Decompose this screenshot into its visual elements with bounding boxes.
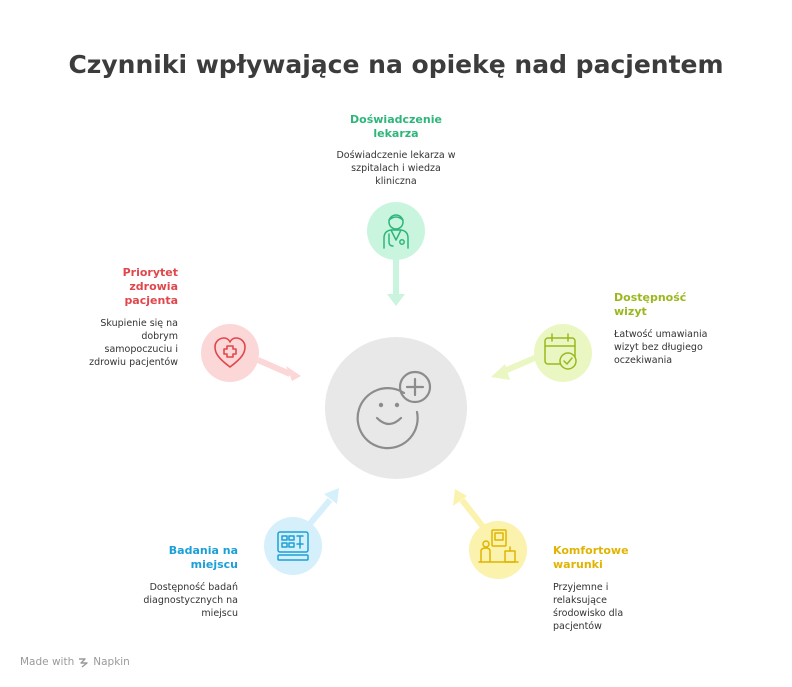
factor-title-priorytet: Priorytet zdrowia pacjenta	[122, 266, 178, 307]
doctor-icon	[383, 214, 409, 249]
arrow-priorytet	[256, 357, 301, 381]
factor-desc-komfortowe: Przyjemne i relaksujące środowisko dla p…	[553, 582, 624, 632]
factor-desc-doswiadczenie: Doświadczenie lekarza w szpitalach i wie…	[336, 150, 456, 187]
arrow-dostepnosc	[491, 354, 539, 380]
footer-attribution[interactable]: Made with Napkin	[20, 656, 130, 668]
factor-title-komfortowe: Komfortowe warunki	[553, 544, 629, 571]
arrow-komfortowe	[453, 489, 487, 530]
comfortable-room-icon	[478, 529, 519, 563]
heart-plus-icon	[214, 337, 246, 368]
factor-desc-dostepnosc: Łatwość umawiania wizyt bez długiego ocz…	[614, 329, 708, 366]
factor-desc-priorytet: Skupienie się na dobrym samopoczuciu i z…	[89, 318, 178, 368]
node-badania	[264, 517, 322, 575]
lab-device-icon	[277, 531, 309, 561]
smiley-plus-icon	[356, 370, 432, 450]
center-node	[325, 337, 467, 479]
node-komfortowe	[469, 521, 527, 579]
node-priorytet	[201, 324, 259, 382]
footer-brand: Napkin	[93, 656, 130, 668]
factor-title-badania: Badania na miejscu	[168, 544, 238, 571]
arrow-doswiadczenie	[387, 258, 405, 306]
page-title: Czynniki wpływające na opiekę nad pacjen…	[68, 50, 724, 79]
factor-desc-badania: Dostępność badań diagnostycznych na miej…	[143, 582, 238, 619]
node-doswiadczenie	[367, 202, 425, 260]
calendar-check-icon	[544, 333, 577, 370]
node-dostepnosc	[534, 324, 592, 382]
arrow-badania	[305, 488, 339, 528]
footer-made-with: Made with	[20, 656, 75, 668]
factor-title-doswiadczenie: Doświadczenie lekarza	[350, 113, 442, 140]
factor-title-dostepnosc: Dostępność wizyt	[614, 291, 687, 318]
napkin-logo-icon	[79, 657, 88, 668]
